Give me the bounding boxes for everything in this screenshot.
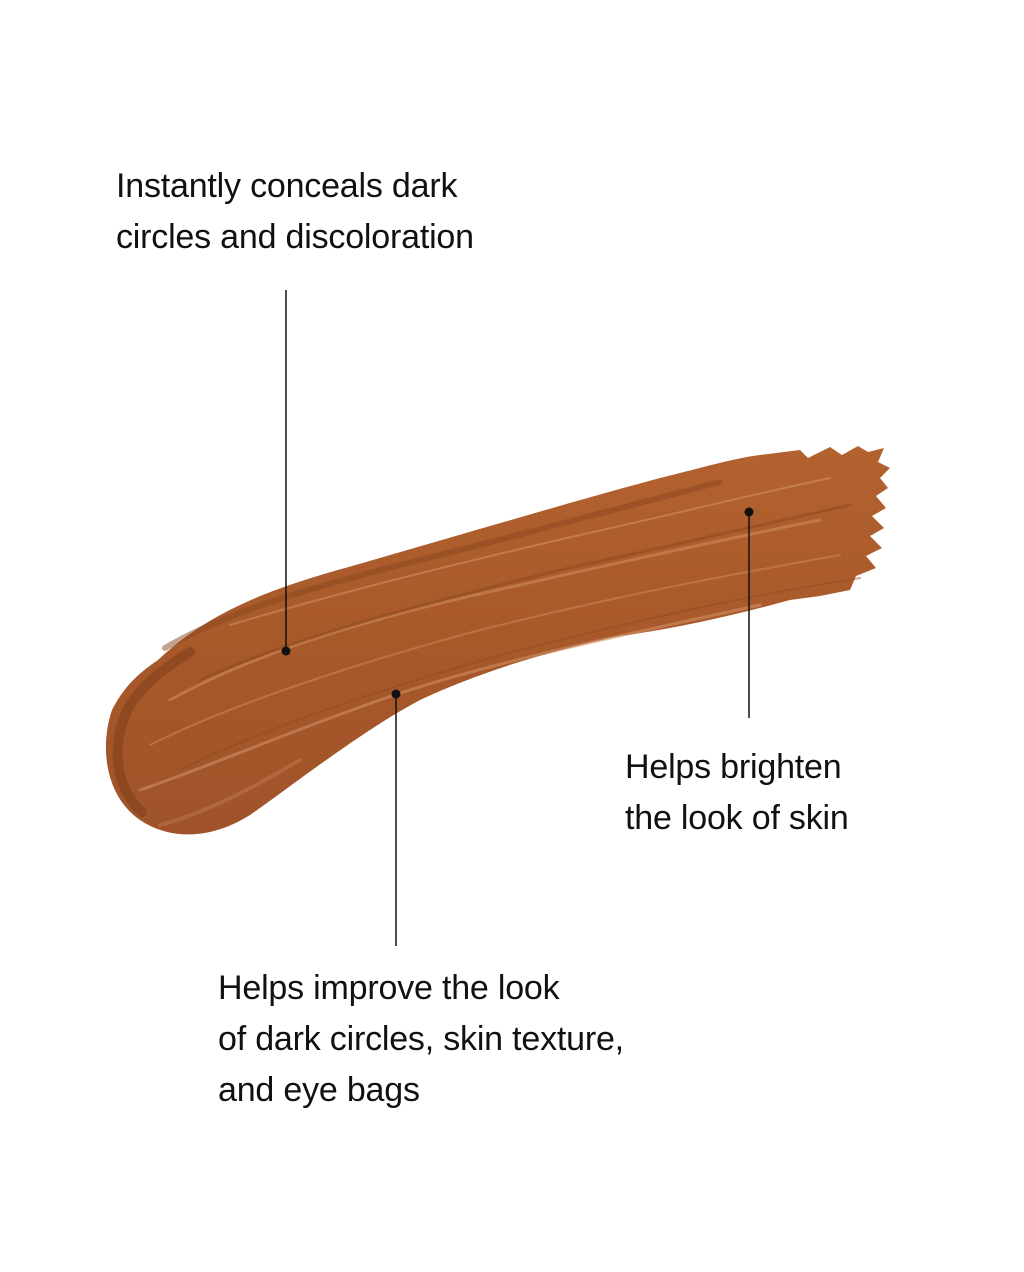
callout-improve-line-1: Helps improve the look — [218, 969, 560, 1007]
callout-brighten: Helps brighten the look of skin — [625, 742, 849, 844]
callout-brighten-line-2: the look of skin — [625, 799, 849, 837]
callout-improve-line-2: of dark circles, skin texture, — [218, 1020, 624, 1058]
callout-conceals-line-2: circles and discoloration — [116, 218, 474, 256]
leader-top — [281, 290, 291, 656]
swatch-streaks — [138, 477, 861, 827]
callout-improve: Helps improve the look of dark circles, … — [218, 963, 624, 1116]
callout-conceals: Instantly conceals dark circles and disc… — [116, 161, 474, 263]
callout-brighten-line-1: Helps brighten — [625, 748, 842, 786]
callout-conceals-line-1: Instantly conceals dark — [116, 167, 458, 205]
swatch-body — [105, 446, 891, 835]
swatch-shadow-inner — [162, 479, 723, 651]
swatch-shadow-edge — [112, 647, 195, 817]
callout-improve-line-3: and eye bags — [218, 1071, 420, 1109]
leader-bottom — [391, 689, 401, 946]
leader-right — [744, 507, 754, 718]
concealer-swatch — [105, 446, 891, 835]
